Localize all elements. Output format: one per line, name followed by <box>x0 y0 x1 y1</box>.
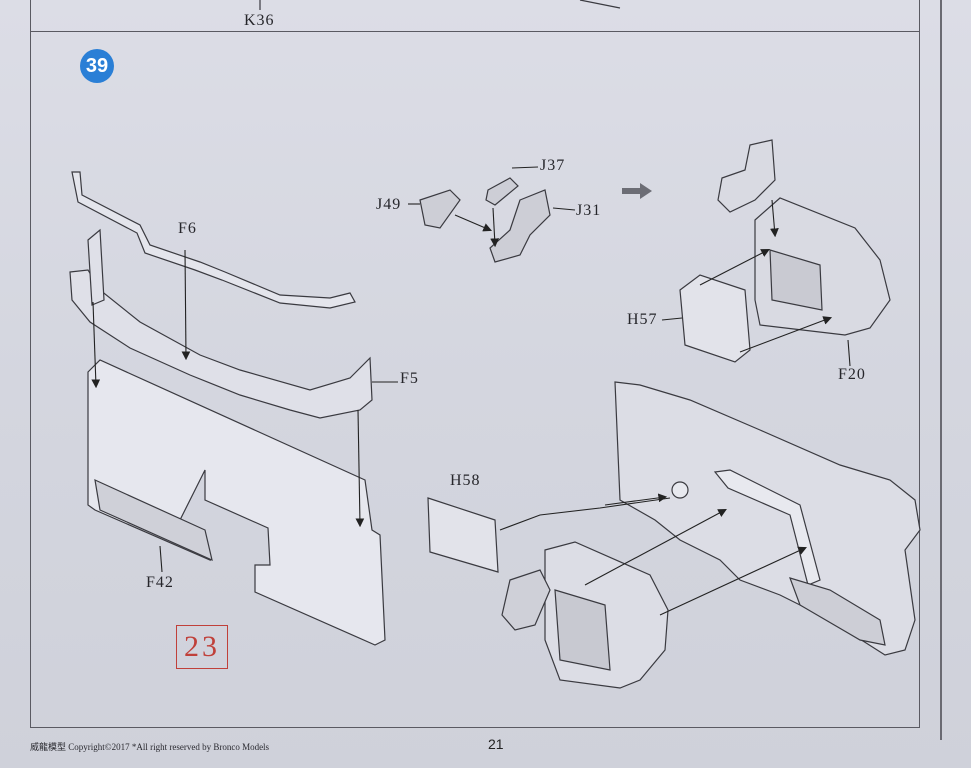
part-hull-assembly <box>427 381 921 689</box>
page-edge <box>940 0 942 740</box>
part-f20-assembly <box>679 139 891 363</box>
part-f5-beam <box>69 228 373 419</box>
part-label-f20: F20 <box>838 366 866 383</box>
part-label-j31: J31 <box>576 202 602 219</box>
part-j-group <box>419 177 551 263</box>
part-f6-rail <box>71 171 356 309</box>
page-stamp: 23 <box>176 625 228 669</box>
part-label-h57: H57 <box>627 311 658 328</box>
part-f42-panel <box>87 359 386 646</box>
part-label-j37: J37 <box>540 157 566 174</box>
page-number: 21 <box>488 736 504 752</box>
step-panel <box>30 31 920 728</box>
part-label-f6: F6 <box>178 220 197 237</box>
part-label-h58: H58 <box>450 472 481 489</box>
step-number-badge: 39 <box>80 49 114 83</box>
part-label-j49: J49 <box>376 196 402 213</box>
prev-part-label: K36 <box>244 12 275 29</box>
part-label-f5: F5 <box>400 370 419 387</box>
step-arrow <box>622 183 652 199</box>
copyright-text: 威龍模型 Copyright©2017 *All right reserved … <box>30 742 270 752</box>
previous-step-panel <box>30 0 920 31</box>
part-label-f42: F42 <box>146 574 174 591</box>
